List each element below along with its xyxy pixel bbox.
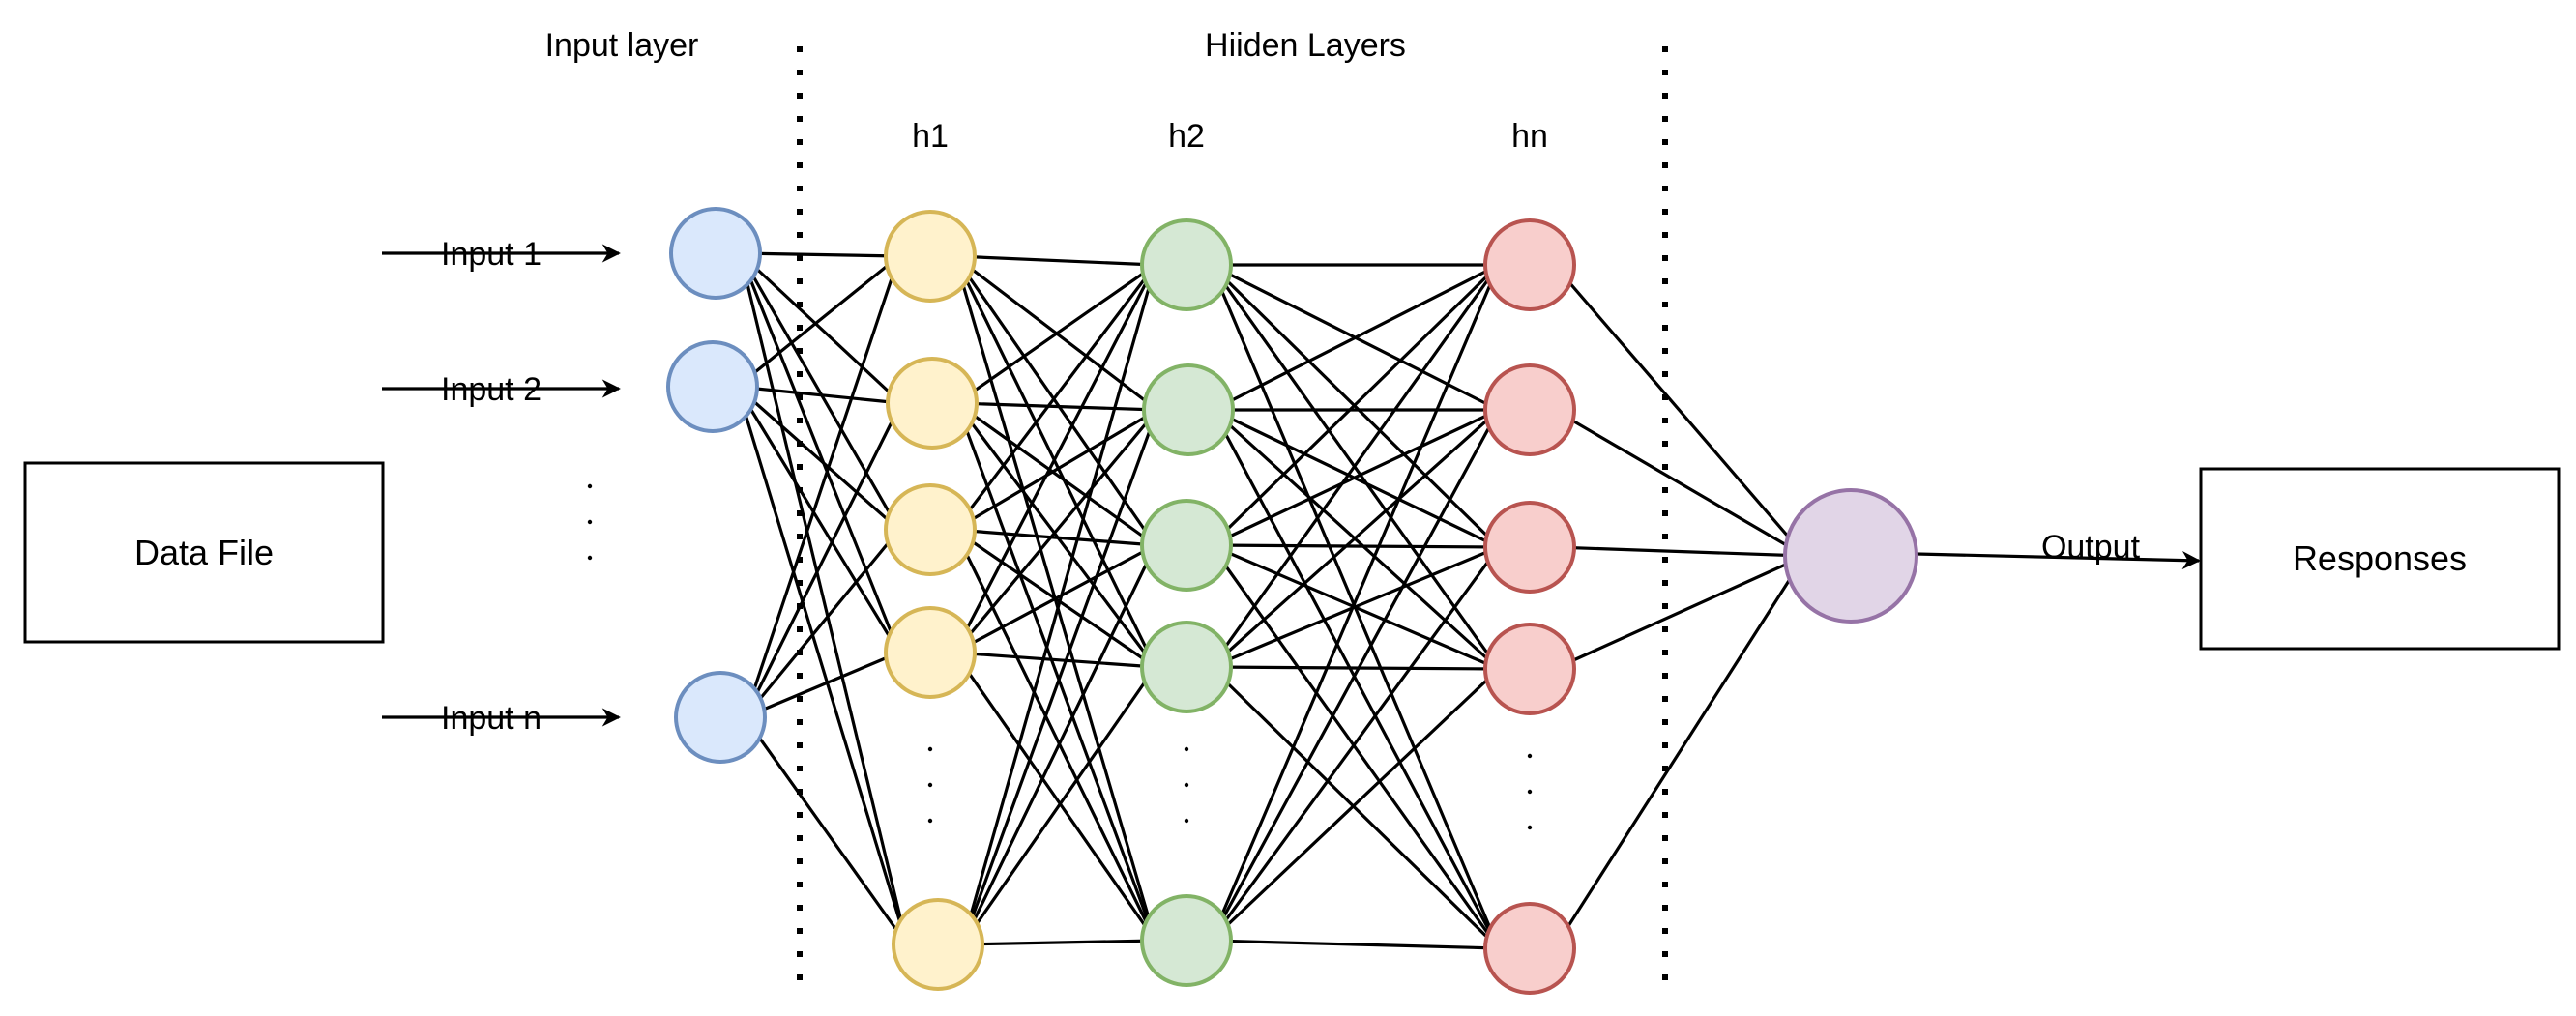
connection-line	[1553, 554, 1806, 671]
input-2-label: Input 2	[441, 371, 542, 408]
h2-node-4	[1140, 621, 1233, 713]
connection-line	[954, 651, 1156, 669]
h2-node-2	[1142, 363, 1235, 456]
connection-line	[1211, 409, 1501, 949]
h2-ellipsis	[1184, 746, 1189, 824]
h1-node-5	[892, 898, 984, 991]
connection-line	[1210, 408, 1500, 669]
hn-node-1	[1483, 218, 1576, 311]
connection-line	[1553, 408, 1806, 558]
hn-node-2	[1483, 363, 1576, 456]
connection-line	[738, 252, 901, 653]
connection-line	[1210, 665, 1500, 950]
h1-ellipsis	[927, 746, 933, 824]
connection-line	[1210, 408, 1500, 547]
connection-line	[1552, 555, 1806, 949]
h2-label: h2	[1168, 118, 1205, 155]
connection-line	[743, 716, 909, 945]
connection-line	[1209, 409, 1501, 942]
hn-node-3	[1483, 501, 1576, 594]
connection-line	[738, 252, 909, 945]
connection-line	[953, 543, 1156, 654]
connection-line	[1210, 546, 1501, 942]
h2-node-3	[1140, 499, 1233, 592]
input-node-3	[674, 671, 767, 764]
data-file-label: Data File	[134, 533, 274, 572]
connection-line	[1210, 263, 1500, 547]
h2-node-1	[1140, 218, 1233, 311]
connection-line	[953, 264, 1157, 531]
output-node-1	[1783, 488, 1918, 624]
connection-line	[735, 386, 909, 945]
connection-line	[739, 251, 902, 405]
connections-group	[735, 251, 1806, 950]
connection-line	[955, 402, 1157, 668]
nodes-group	[666, 207, 1918, 995]
data-file-box	[23, 461, 385, 644]
h1-node-1	[884, 210, 977, 303]
connection-line	[960, 544, 1157, 945]
connection-line	[744, 528, 901, 719]
connection-line	[954, 402, 1157, 942]
connection-line	[1210, 545, 1500, 669]
connection-line	[953, 408, 1159, 654]
hn-label: hn	[1511, 118, 1548, 155]
connection-line	[1209, 544, 1501, 949]
connection-line	[954, 528, 1156, 547]
input-ellipsis	[587, 483, 593, 561]
connection-line	[736, 254, 900, 389]
h1-node-2	[886, 357, 979, 450]
connection-line	[1210, 667, 1500, 943]
h1-node-4	[884, 606, 977, 699]
h1-node-3	[884, 483, 977, 576]
connection-line	[960, 666, 1157, 945]
connection-line	[736, 385, 900, 532]
connection-line	[954, 254, 1156, 267]
connection-line	[955, 263, 1156, 405]
input-layer-title: Input layer	[545, 27, 699, 64]
connection-line	[960, 264, 1157, 945]
connection-line	[960, 409, 1159, 945]
connection-line	[743, 255, 901, 718]
connection-line	[1212, 263, 1500, 412]
input-node-2	[666, 340, 759, 433]
connection-line	[744, 651, 900, 719]
hn-node-4	[1483, 623, 1576, 715]
input-n-label: Input n	[441, 700, 542, 737]
connection-line	[953, 408, 1158, 532]
responses-box	[2199, 467, 2561, 651]
hidden-layers-title: Hiiden Layers	[1205, 27, 1406, 64]
connection-line	[952, 529, 1157, 942]
connection-line	[743, 402, 903, 718]
connection-line	[1209, 264, 1501, 942]
connection-line	[952, 255, 1157, 546]
input-node-1	[669, 207, 762, 300]
connection-line	[952, 264, 1157, 653]
hn-ellipsis	[1527, 753, 1533, 830]
connection-line	[737, 385, 901, 405]
connection-line	[1211, 665, 1499, 671]
input-1-label: Input 1	[441, 236, 542, 273]
connection-line	[1211, 543, 1499, 549]
h2-node-5	[1140, 894, 1233, 987]
connection-line	[955, 401, 1156, 547]
connection-line	[1554, 545, 1805, 558]
connection-line	[1553, 263, 1806, 558]
output-arrow	[1916, 550, 2201, 570]
connection-line	[956, 401, 1157, 412]
connection-line	[962, 939, 1156, 946]
connection-line	[1209, 264, 1501, 668]
connection-line	[1211, 939, 1499, 950]
hn-node-5	[1483, 902, 1576, 995]
connection-line	[952, 652, 1157, 942]
h1-label: h1	[912, 118, 949, 155]
output-label: Output	[2041, 529, 2141, 566]
connection-line	[735, 386, 901, 653]
responses-label: Responses	[2293, 538, 2467, 578]
connection-line	[738, 252, 901, 531]
connection-line	[740, 251, 899, 258]
